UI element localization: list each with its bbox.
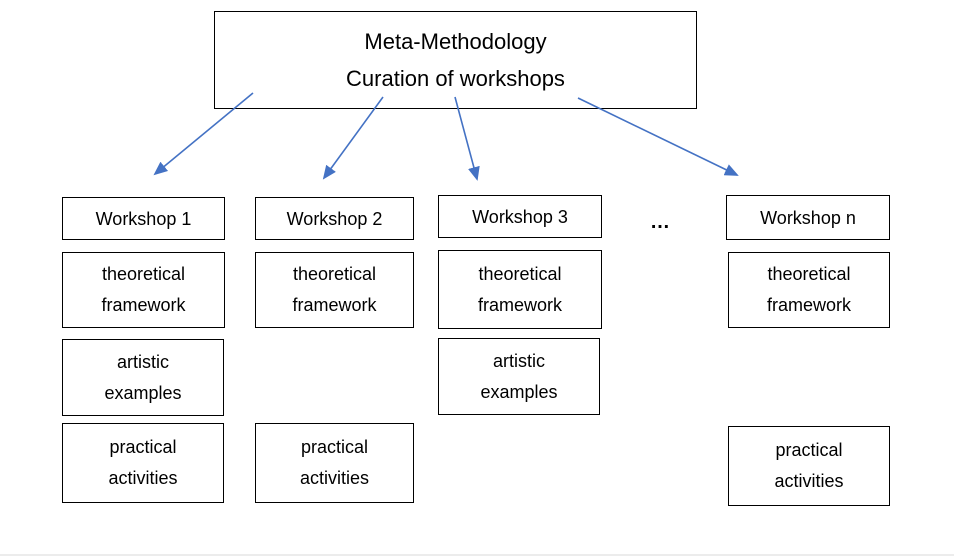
arrow-to-workshop-n: [577, 97, 739, 176]
workshop-n-box: Workshop n: [726, 195, 890, 240]
workshop-3-theoretical-framework-box: theoretical framework: [438, 250, 602, 329]
workshop-3-box: Workshop 3: [438, 195, 602, 238]
workshop-2-box: Workshop 2: [255, 197, 414, 240]
arrow-to-workshop-2: [322, 96, 384, 180]
workshop-n-theoretical-framework-label: theoretical framework: [766, 264, 851, 315]
workshop-1-artistic-examples-box: artistic examples: [62, 339, 224, 416]
workshop-1-label: Workshop 1: [95, 208, 192, 229]
workshop-1-practical-activities-label: practical activities: [108, 437, 178, 488]
workshop-1-artistic-examples-label: artistic examples: [104, 351, 182, 403]
workshop-1-theoretical-framework-label: theoretical framework: [101, 264, 186, 315]
workshop-3-theoretical-framework-label: theoretical framework: [477, 263, 562, 315]
workshop-2-theoretical-framework-box: theoretical framework: [255, 252, 414, 328]
workshop-2-label: Workshop 2: [286, 208, 383, 229]
workshop-2-practical-activities-label: practical activities: [299, 437, 370, 488]
workshop-n-practical-activities-label: practical activities: [774, 440, 844, 491]
workshop-1-practical-activities-box: practical activities: [62, 423, 224, 503]
meta-methodology-title-line1: Meta-Methodology: [364, 29, 547, 54]
workshop-3-artistic-examples-label: artistic examples: [480, 350, 558, 402]
arrow-to-workshop-3: [454, 96, 480, 181]
workshop-n-practical-activities-box: practical activities: [728, 426, 890, 506]
workshop-2-theoretical-framework-label: theoretical framework: [292, 264, 377, 315]
workshop-3-artistic-examples-box: artistic examples: [438, 338, 600, 415]
ellipsis: …: [650, 210, 670, 233]
workshop-1-box: Workshop 1: [62, 197, 225, 240]
workshop-n-theoretical-framework-box: theoretical framework: [728, 252, 890, 328]
workshop-3-label: Workshop 3: [472, 206, 568, 227]
workshop-1-theoretical-framework-box: theoretical framework: [62, 252, 225, 328]
workshop-n-label: Workshop n: [760, 207, 856, 228]
slide-bottom-edge: [0, 554, 954, 556]
workshop-2-practical-activities-box: practical activities: [255, 423, 414, 503]
meta-methodology-box: Meta-Methodology Curation of workshops: [214, 11, 697, 109]
meta-methodology-title-line2: Curation of workshops: [346, 66, 565, 91]
